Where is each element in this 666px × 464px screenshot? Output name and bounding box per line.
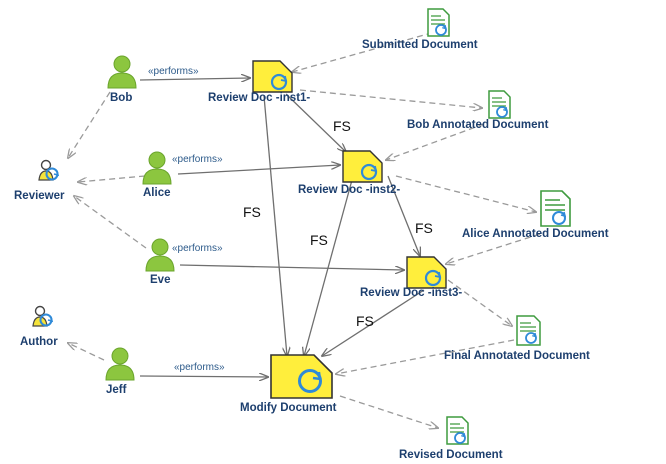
person-icon	[145, 238, 175, 272]
edge-inst2-aliceannot	[395, 175, 536, 212]
document-icon	[446, 416, 469, 445]
document-icon	[516, 315, 541, 346]
task-icon	[342, 150, 383, 183]
doc-alice-annotated[interactable]: Alice Annotated Document	[462, 190, 609, 240]
performer-label: Eve	[150, 274, 170, 286]
edge-inst3-modify	[322, 289, 425, 356]
document-label: Submitted Document	[362, 39, 478, 51]
task-label: Review Doc -inst3-	[360, 287, 462, 299]
performs-stereotype: «performs»	[148, 66, 199, 77]
task-icon	[252, 60, 293, 93]
edge-bobannot-inst2	[386, 123, 485, 160]
document-icon	[488, 90, 511, 119]
fs-label: FS	[333, 118, 351, 134]
doc-bob-annotated[interactable]: Bob Annotated Document	[407, 90, 549, 131]
performer-alice[interactable]: Alice	[142, 151, 172, 199]
task-label: Modify Document	[240, 402, 337, 414]
task-label: Review Doc -inst1-	[208, 92, 310, 104]
edge-bob-reviewer	[68, 91, 111, 158]
role-icon	[38, 159, 60, 181]
edge-eve-reviewer	[74, 196, 147, 249]
edge-jeff-author	[68, 343, 105, 361]
document-label: Alice Annotated Document	[462, 228, 609, 240]
task-label: Review Doc -inst2-	[298, 184, 400, 196]
document-icon	[427, 8, 450, 37]
fs-label: FS	[243, 204, 261, 220]
performs-stereotype: «performs»	[174, 362, 225, 373]
edge-alice-performs	[177, 165, 340, 175]
edge-inst2-inst3	[387, 175, 420, 256]
edge-aliceannot-inst3	[446, 233, 541, 264]
edges	[68, 29, 541, 428]
role-reviewer[interactable]: Reviewer	[14, 159, 65, 203]
task-inst1[interactable]: Review Doc -inst1-	[208, 60, 310, 104]
fs-label: FS	[310, 232, 328, 248]
performer-jeff[interactable]: Jeff	[105, 347, 135, 396]
performer-label: Jeff	[106, 384, 127, 396]
fs-label: FS	[415, 220, 433, 236]
edge-modify-revised	[339, 395, 438, 428]
fs-label: FS	[356, 313, 374, 329]
task-icon	[406, 256, 447, 289]
document-icon	[540, 190, 571, 227]
doc-submitted[interactable]: Submitted Document	[362, 8, 478, 51]
performer-label: Alice	[143, 187, 171, 199]
document-label: Final Annotated Document	[444, 350, 590, 362]
document-label: Revised Document	[399, 449, 503, 461]
role-label: Author	[20, 336, 58, 348]
doc-revised[interactable]: Revised Document	[399, 416, 503, 461]
edge-inst1-modify	[263, 95, 287, 356]
person-icon	[107, 55, 137, 89]
edge-inst1-bobannot	[299, 89, 482, 108]
edge-inst1-inst2	[285, 93, 346, 152]
edge-bob-performs	[139, 78, 250, 80]
person-icon	[142, 151, 172, 185]
task-inst2[interactable]: Review Doc -inst2-	[298, 150, 400, 196]
person-icon	[105, 347, 135, 381]
performer-bob[interactable]: Bob	[107, 55, 137, 104]
task-icon	[270, 354, 333, 399]
performer-eve[interactable]: Eve	[145, 238, 175, 286]
edge-submitted-inst1	[292, 29, 443, 72]
edge-alice-reviewer	[78, 175, 146, 182]
edge-inst3-finalannot	[447, 279, 512, 326]
edge-eve-performs	[179, 264, 404, 270]
doc-final-annotated[interactable]: Final Annotated Document	[444, 315, 590, 362]
document-label: Bob Annotated Document	[407, 119, 549, 131]
role-icon	[32, 305, 54, 327]
performs-stereotype: «performs»	[172, 154, 223, 165]
task-modify[interactable]: Modify Document	[240, 354, 337, 414]
role-author[interactable]: Author	[20, 305, 58, 349]
task-inst3[interactable]: Review Doc -inst3-	[360, 256, 462, 299]
edge-finalannot-modify	[336, 339, 515, 374]
edge-inst2-modify	[304, 179, 353, 356]
role-label: Reviewer	[14, 190, 65, 202]
edge-jeff-performs	[139, 376, 268, 377]
performer-label: Bob	[110, 92, 132, 104]
performs-stereotype: «performs»	[172, 243, 223, 254]
